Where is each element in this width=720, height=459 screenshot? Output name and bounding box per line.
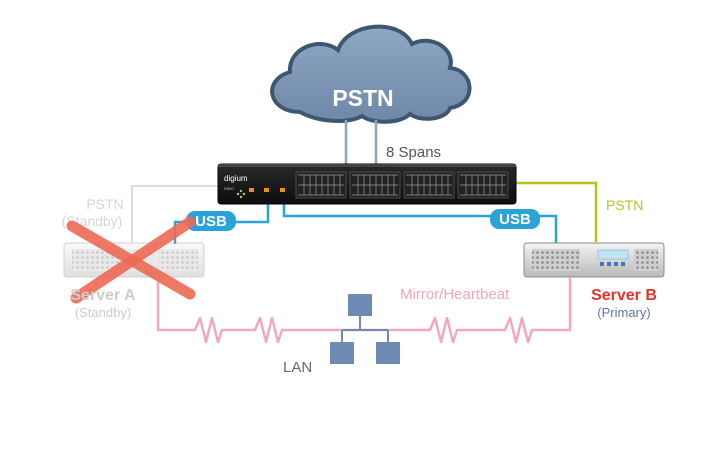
lan-label: LAN bbox=[283, 359, 312, 376]
usb-left-label: USB bbox=[195, 213, 227, 230]
device-brand: digium bbox=[224, 174, 248, 183]
svg-text:PSTN: PSTN bbox=[86, 196, 123, 212]
pstn-cloud: PSTN bbox=[270, 24, 472, 124]
cloud-shape bbox=[270, 24, 472, 124]
svg-text:Server A: Server A bbox=[70, 287, 136, 304]
usb-right-line bbox=[282, 200, 558, 244]
pstn-primary-line bbox=[510, 181, 598, 242]
server-b-label: Server B (Primary) bbox=[591, 287, 657, 320]
rj45-port-banks bbox=[295, 171, 509, 199]
mirror-heartbeat-label: Mirror/Heartbeat bbox=[400, 286, 510, 303]
pstn-standby-label: PSTN (Standby) bbox=[62, 196, 124, 229]
svg-text:(Primary): (Primary) bbox=[597, 305, 650, 320]
server-a-label: Server A (Standby) bbox=[70, 287, 136, 320]
digium-gateway: digium R850 bbox=[217, 163, 517, 205]
lan-links bbox=[341, 316, 389, 342]
server-b bbox=[523, 242, 665, 278]
usb-right-label: USB bbox=[499, 211, 531, 228]
device-status-leds bbox=[236, 189, 246, 199]
lan-node-left bbox=[330, 342, 354, 364]
pstn-standby-line bbox=[131, 185, 222, 242]
device-orange-ports bbox=[249, 188, 285, 192]
device-model: R850 bbox=[224, 186, 234, 191]
spans-label: 8 Spans bbox=[386, 144, 441, 161]
lan-node-right bbox=[376, 342, 400, 364]
cloud-label: PSTN bbox=[332, 85, 393, 111]
server-a-cross-icon bbox=[66, 216, 196, 304]
svg-text:(Standby): (Standby) bbox=[75, 305, 131, 320]
lan-switch-icons bbox=[330, 294, 400, 364]
pstn-primary-label: PSTN bbox=[606, 197, 643, 213]
usb-badge-left: USB bbox=[186, 211, 236, 231]
lan-node-top bbox=[348, 294, 372, 316]
svg-text:Server B: Server B bbox=[591, 287, 657, 304]
usb-badge-right: USB bbox=[490, 209, 540, 229]
span-lines bbox=[344, 120, 378, 166]
